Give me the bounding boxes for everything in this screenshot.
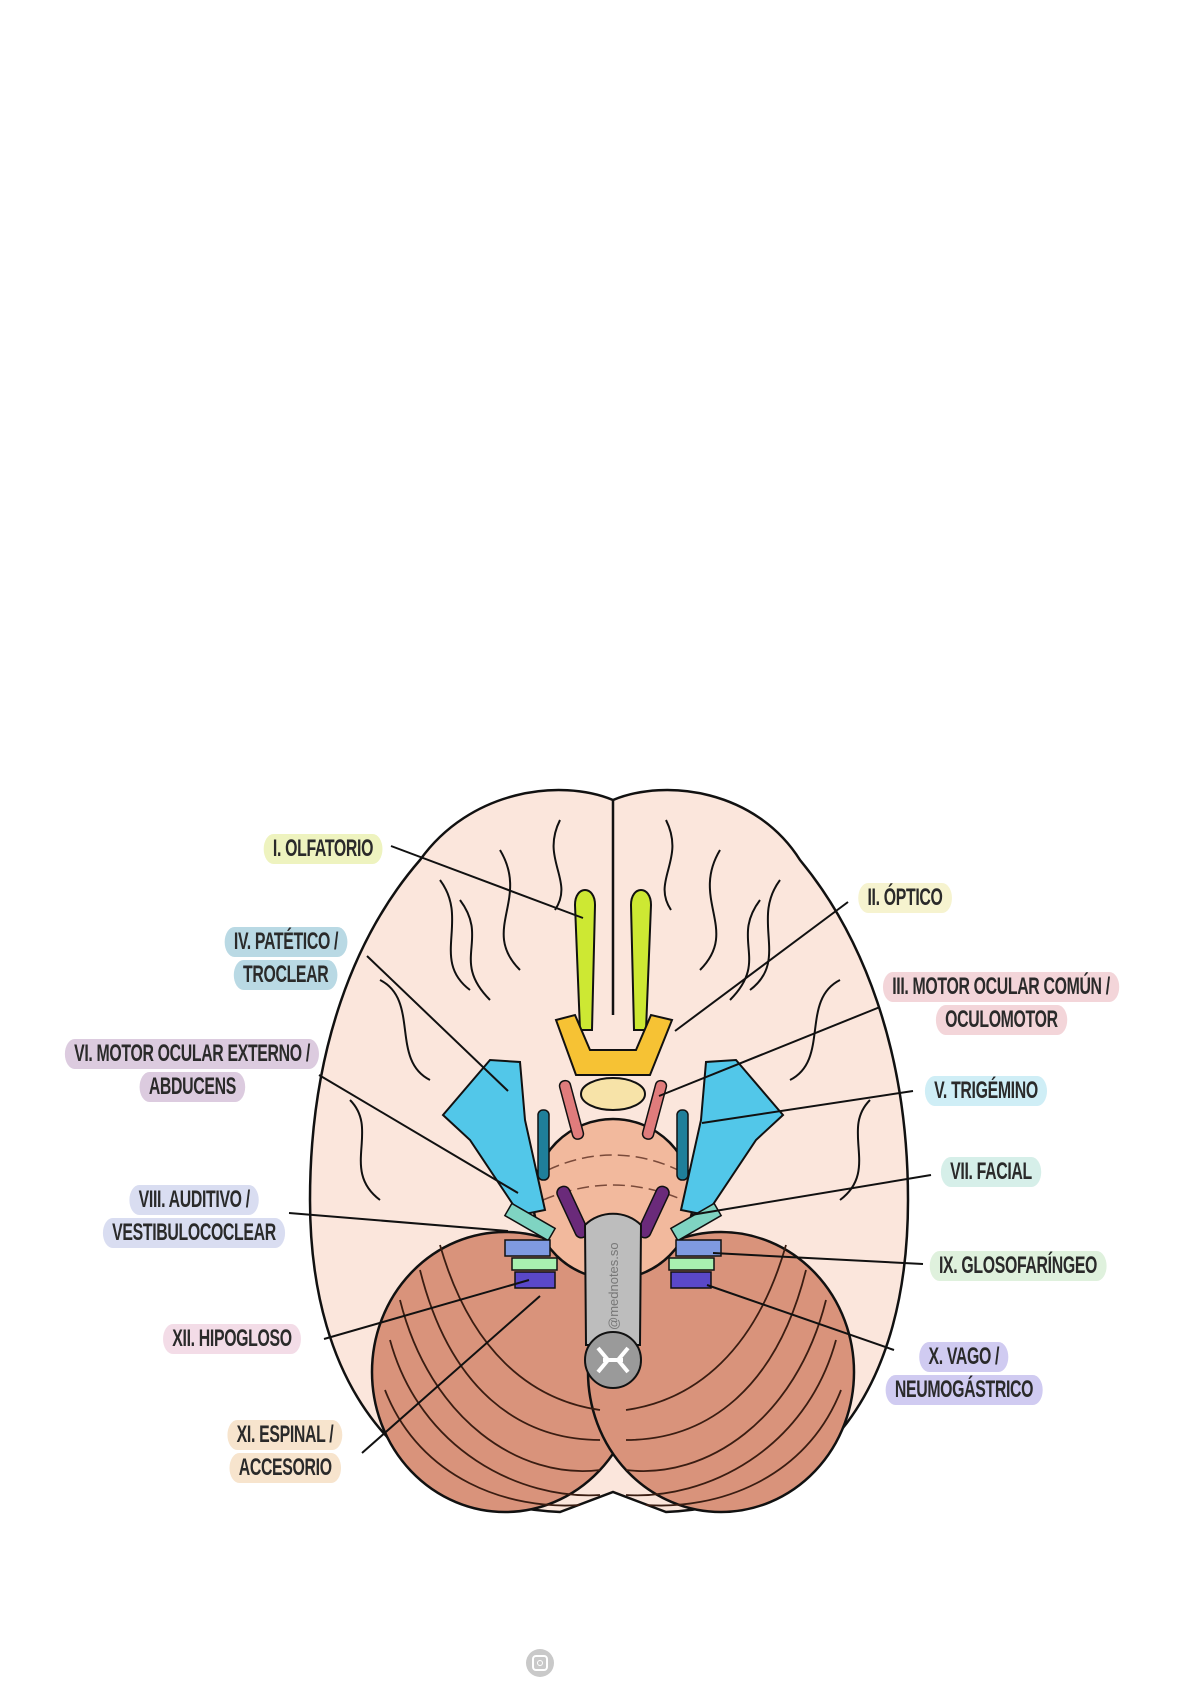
label-line: VESTIBULOCOCLEAR [102, 1218, 286, 1248]
label-line: VI. MOTOR OCULAR EXTERNO / [64, 1039, 320, 1069]
label-line: XII. HIPOGLOSO [163, 1324, 301, 1354]
label-olfatorio: I. OLFATORIO [233, 834, 413, 864]
label-trigemino: V. TRIGÉMINO [893, 1076, 1078, 1106]
label-line: II. ÓPTICO [858, 883, 952, 913]
label-line: V. TRIGÉMINO [924, 1076, 1048, 1106]
label-motor-ocular-comun: III. MOTOR OCULAR COMÚN /OCULOMOTOR [822, 972, 1180, 1035]
optic-chiasm [554, 1013, 674, 1076]
label-patetico: IV. PATÉTICO /TROCLEAR [193, 927, 379, 990]
label-hipogloso: XII. HIPOGLOSO [127, 1324, 336, 1354]
olfactory-bulb-left [573, 889, 597, 1031]
medulla [583, 1212, 643, 1346]
label-line: X. VAGO / [919, 1342, 1009, 1372]
watermark: @mednotes.so [606, 1242, 621, 1330]
instagram-icon[interactable] [526, 1649, 554, 1677]
label-line: ABDUCENS [139, 1072, 245, 1102]
label-line: ACCESORIO [229, 1453, 341, 1483]
label-line: IV. PATÉTICO / [224, 927, 348, 957]
label-glosofaringeo: IX. GLOSOFARÍNGEO [884, 1251, 1152, 1281]
pituitary [580, 1077, 646, 1111]
label-line: III. MOTOR OCULAR COMÚN / [882, 972, 1120, 1002]
label-line: VIII. AUDITIVO / [129, 1185, 259, 1215]
label-line: OCULOMOTOR [935, 1005, 1067, 1035]
label-line: I. OLFATORIO [263, 834, 383, 864]
label-espinal: XI. ESPINAL /ACCESORIO [198, 1420, 372, 1483]
label-line: VII. FACIAL [940, 1157, 1042, 1187]
label-vago: X. VAGO /NEUMOGÁSTRICO [845, 1342, 1083, 1405]
label-facial: VII. FACIAL [915, 1157, 1067, 1187]
trigeminal-left [441, 1058, 547, 1217]
label-auditivo: VIII. AUDITIVO /VESTIBULOCOCLEAR [56, 1185, 332, 1248]
gyri [349, 819, 871, 1201]
olfactory-bulb-right [629, 889, 653, 1031]
label-motor-ocular-externo: VI. MOTOR OCULAR EXTERNO /ABDUCENS [0, 1039, 385, 1102]
label-line: NEUMOGÁSTRICO [885, 1375, 1043, 1405]
label-line: XI. ESPINAL / [227, 1420, 343, 1450]
trigeminal-right [679, 1058, 785, 1217]
leader-lines [288, 845, 932, 1454]
label-line: TROCLEAR [234, 960, 338, 990]
label-line: IX. GLOSOFARÍNGEO [929, 1251, 1107, 1281]
label-optico: II. ÓPTICO [834, 883, 976, 913]
